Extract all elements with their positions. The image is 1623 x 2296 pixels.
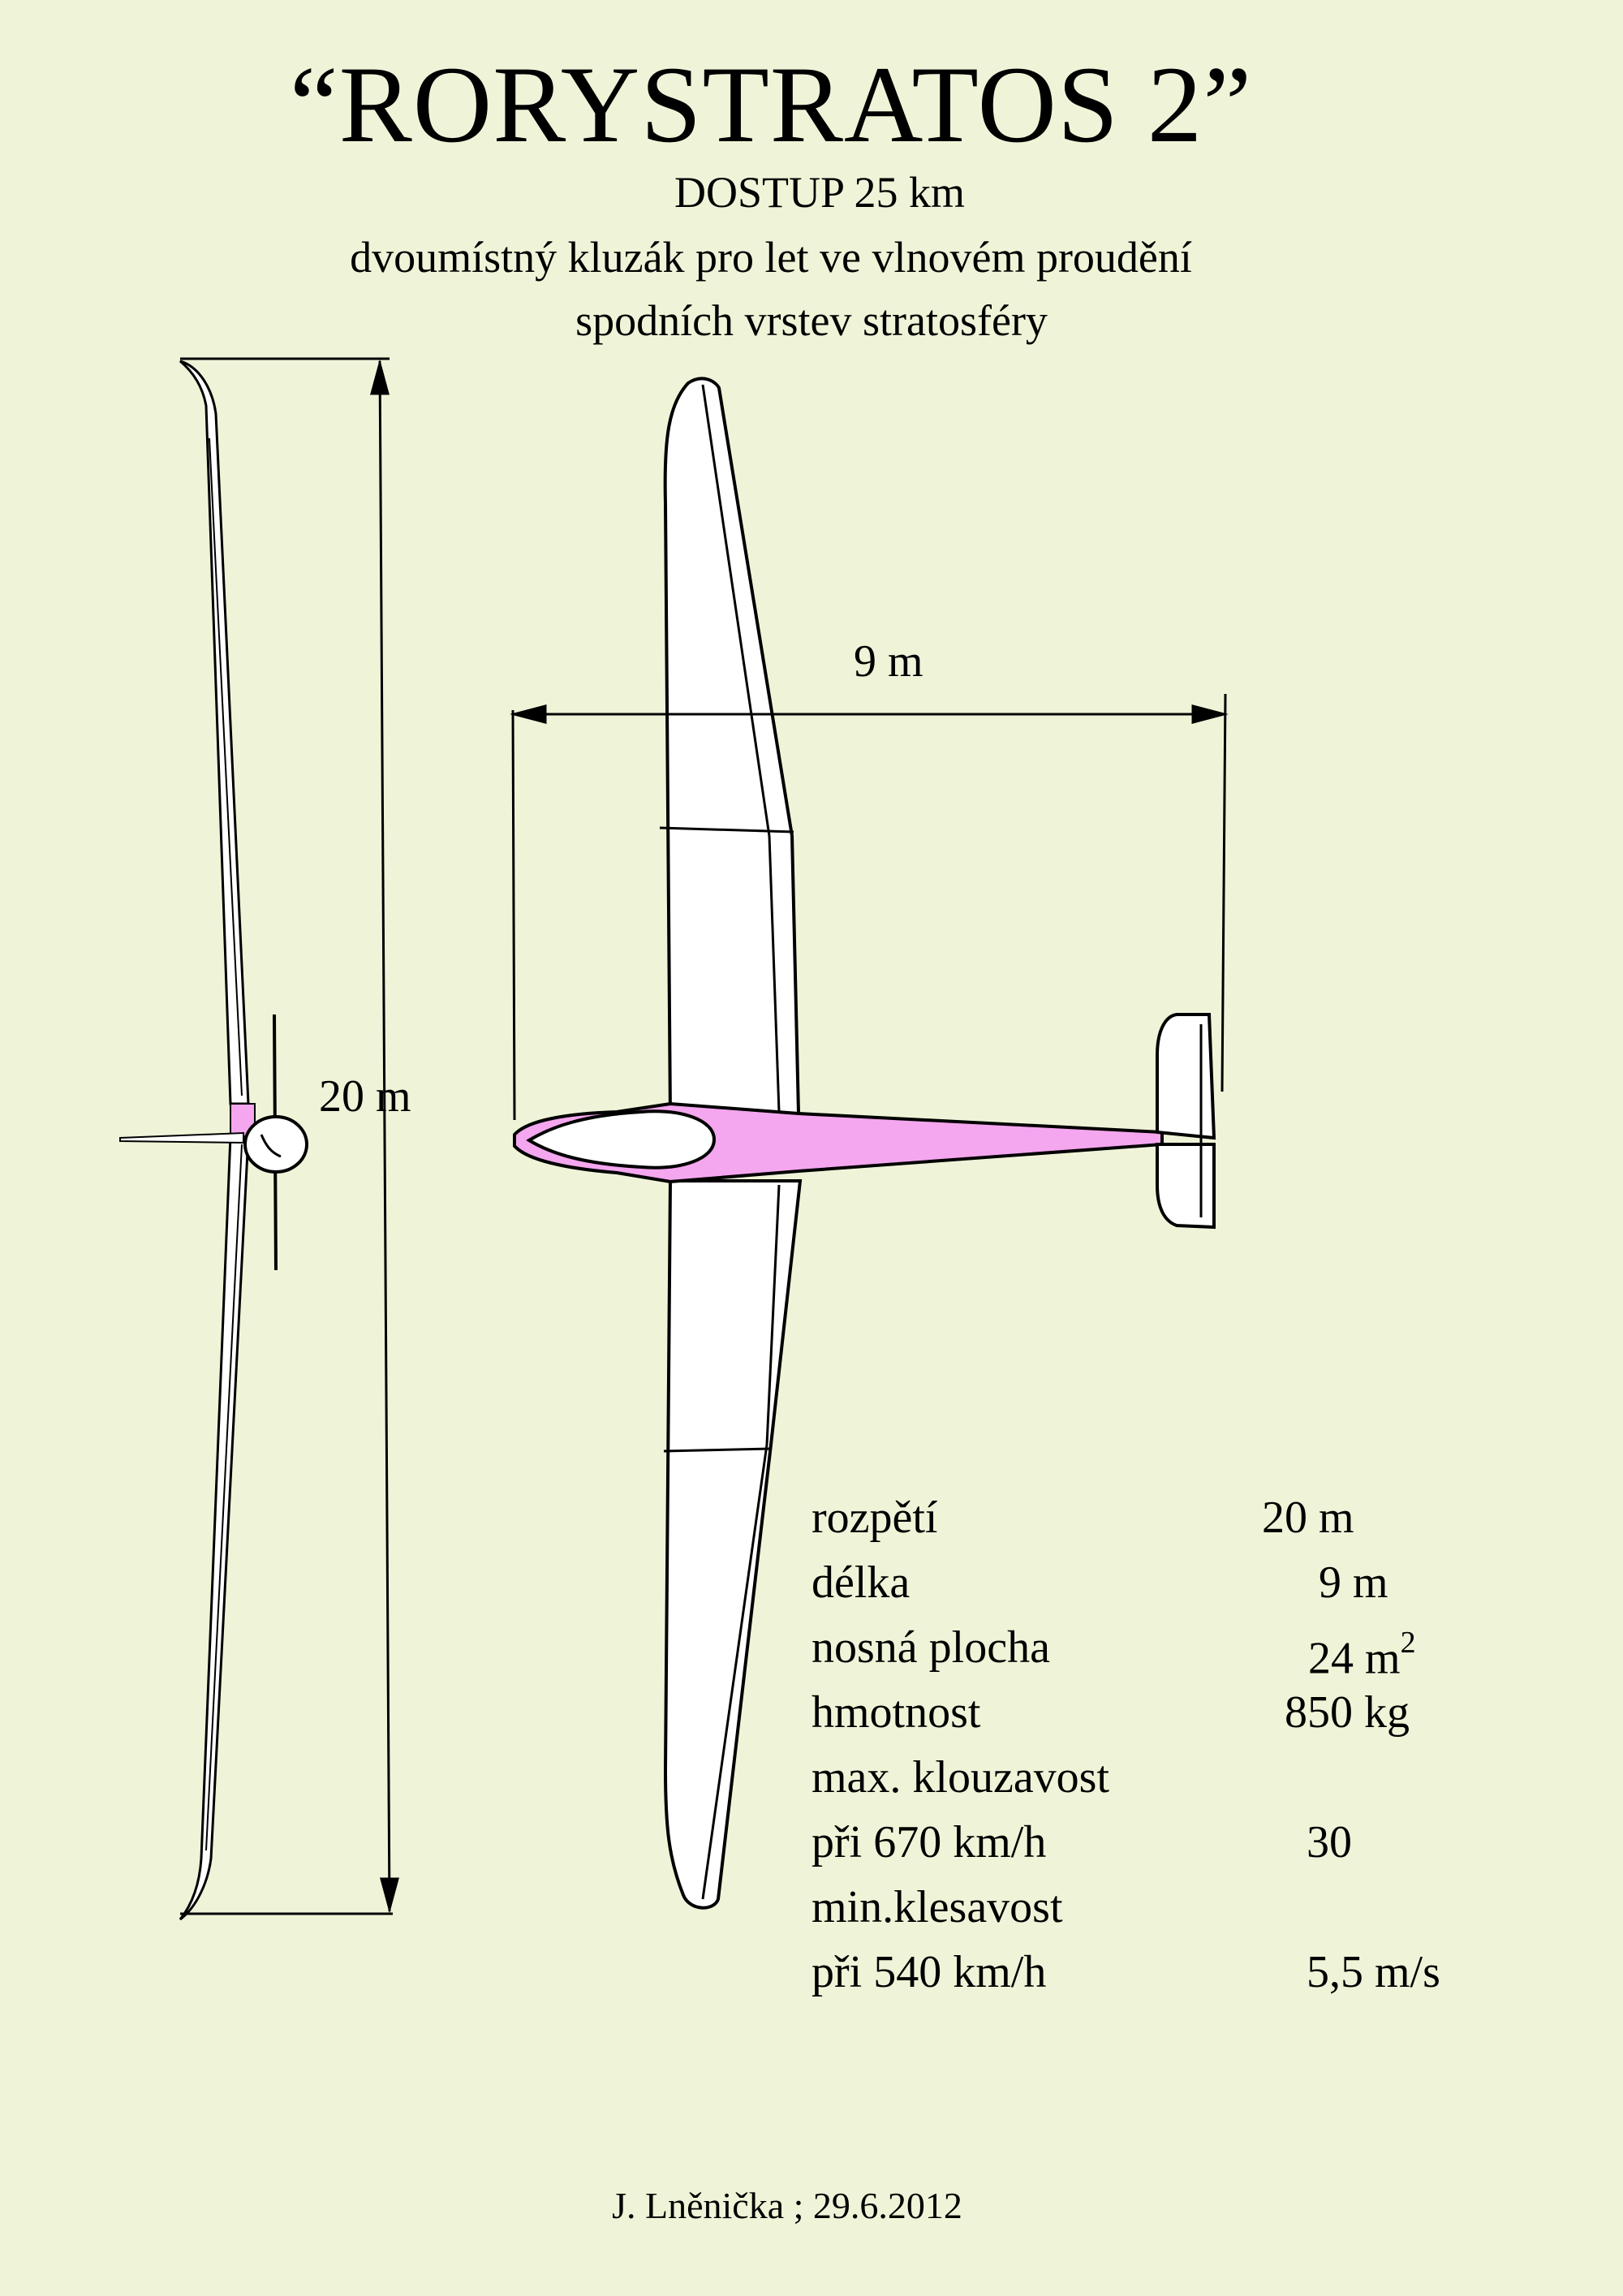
span-dimension-label: 20 m (319, 1071, 411, 1122)
top-view-tail-upper (1156, 1013, 1216, 1140)
spec-row: max. klouzavost (812, 1745, 1542, 1810)
altitude-subtitle: DOSTUP 25 km (674, 168, 966, 217)
description-line-1: dvoumístný kluzák pro let ve vlnovém pro… (350, 233, 1192, 282)
spec-row: nosná plocha 24 m2 (812, 1615, 1542, 1684)
spec-label: při 540 km/h (812, 1947, 1047, 1997)
author-date: J. Lněnička ; 29.6.2012 (612, 2185, 962, 2226)
spec-value: 30 (1307, 1817, 1352, 1867)
front-view-lower-wing (179, 1135, 250, 1921)
span-dimension-line (180, 357, 399, 1915)
spec-value: 20 m (1262, 1493, 1354, 1543)
spec-label: délka (812, 1557, 911, 1608)
spec-value: 9 m (1319, 1557, 1388, 1608)
spec-row: hmotnost 850 kg (812, 1680, 1542, 1745)
spec-value: 850 kg (1285, 1687, 1410, 1738)
description-line-2: spodních vrstev stratosféry (575, 296, 1048, 345)
spec-label: hmotnost (812, 1687, 981, 1738)
length-dimension-label: 9 m (854, 636, 923, 687)
spec-row: při 540 km/h 5,5 m/s (812, 1940, 1542, 2005)
top-view-upper-wing (663, 377, 801, 1118)
spec-value-text: 24 m (1308, 1633, 1401, 1684)
spec-value: 24 m2 (1308, 1615, 1416, 1691)
spec-value-exponent: 2 (1400, 1626, 1416, 1660)
spec-row: délka 9 m (812, 1550, 1542, 1615)
spec-label: při 670 km/h (812, 1817, 1047, 1867)
front-view-upper-wing (179, 360, 250, 1105)
spec-row: při 670 km/h 30 (812, 1810, 1542, 1875)
spec-label: nosná plocha (812, 1622, 1050, 1673)
spec-label: rozpětí (812, 1493, 938, 1543)
top-view-tail-lower (1156, 1143, 1216, 1230)
spec-value: 5,5 m/s (1307, 1947, 1440, 1997)
spec-label: min.klesavost (812, 1882, 1063, 1932)
top-view-canopy (526, 1109, 717, 1170)
spec-row: min.klesavost (812, 1875, 1542, 1940)
length-dimension-line (510, 693, 1229, 1121)
top-view (513, 377, 1216, 1910)
top-view-lower-wing (663, 1179, 803, 1910)
spec-row: rozpětí 20 m (812, 1485, 1542, 1550)
front-view (119, 360, 308, 1921)
page-title: “RORYSTRATOS 2” (289, 45, 1253, 166)
spec-table: rozpětí 20 m délka 9 m nosná plocha 24 m… (812, 1485, 1542, 2005)
spec-label: max. klouzavost (812, 1752, 1110, 1803)
front-view-canopy (243, 1115, 308, 1174)
